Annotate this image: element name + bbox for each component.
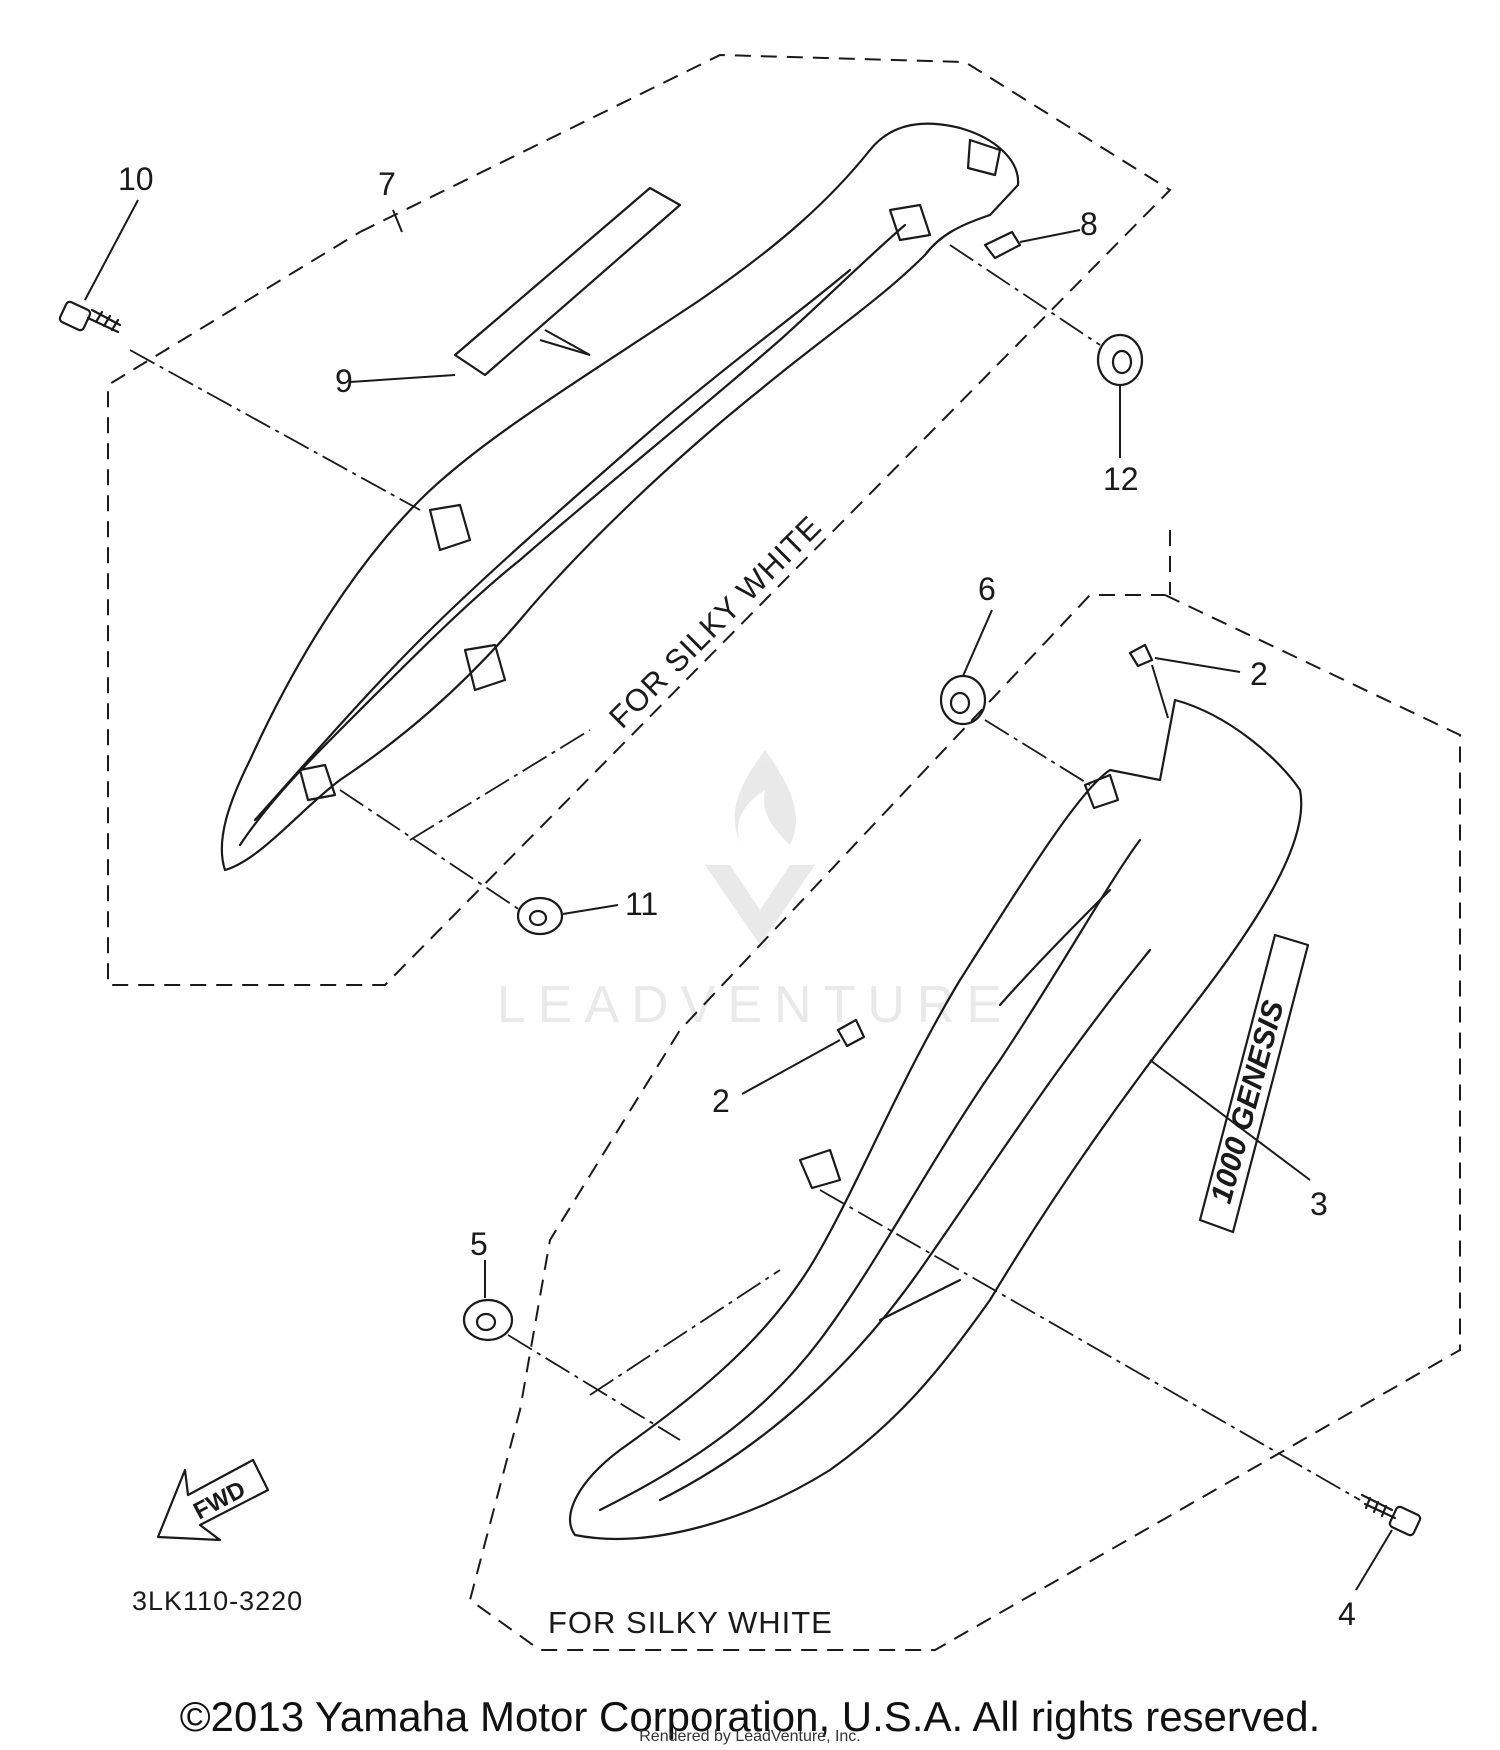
grommet-part-6 [939, 674, 987, 726]
callout-9: 9 [335, 363, 353, 399]
callout-10: 10 [118, 161, 154, 197]
callout-8: 8 [1080, 206, 1098, 242]
callout-2-mid: 2 [712, 1083, 730, 1119]
diagram-code: 3LK110-3220 [132, 1586, 303, 1616]
rendered-by-notice: Rendered by LeadVenture, Inc. [639, 1728, 861, 1745]
upper-variant-label: FOR SILKY WHITE [602, 509, 828, 735]
callout-4: 4 [1338, 1596, 1356, 1632]
bolt-part-10 [58, 300, 122, 334]
fwd-label: FWD [189, 1476, 250, 1525]
grommet-part-5 [462, 1298, 514, 1342]
watermark-text: LEADVENTURE [497, 976, 1013, 1034]
watermark: LEADVENTURE [497, 750, 1013, 1034]
strip-part-9 [453, 186, 682, 377]
clip-part-8 [983, 230, 1022, 260]
flame-icon [734, 750, 796, 850]
exploded-view-drawing: LEADVENTURE [58, 53, 1461, 1651]
forward-arrow-icon: FWD [156, 1458, 270, 1542]
callout-3: 3 [1310, 1186, 1328, 1222]
callout-6: 6 [978, 571, 996, 607]
callout-5: 5 [470, 1226, 488, 1262]
bolt-part-4 [1360, 1493, 1422, 1537]
callout-2-top: 2 [1250, 656, 1268, 692]
clip-part-2-top [1128, 643, 1154, 668]
upper-group-boundary [107, 53, 1172, 986]
lower-group-boundary [468, 594, 1461, 1651]
clip-part-2-mid [836, 1018, 866, 1048]
upper-side-cover [220, 122, 1020, 872]
lower-variant-label: FOR SILKY WHITE [548, 1605, 833, 1640]
callout-leaders [84, 199, 1393, 1591]
callout-7: 7 [378, 166, 396, 202]
grommet-part-11 [516, 896, 564, 936]
copyright-notice: ©2013 Yamaha Motor Corporation, U.S.A. A… [179, 1693, 1321, 1740]
grommet-part-12 [1096, 333, 1144, 387]
callout-12: 12 [1103, 461, 1139, 497]
leader-lines [129, 244, 1361, 1501]
emblem-part-3: 1000 GENESIS [1198, 933, 1310, 1234]
callout-11: 11 [625, 886, 658, 922]
watermark-logo-icon [705, 865, 815, 945]
lower-side-cover [569, 698, 1303, 1540]
